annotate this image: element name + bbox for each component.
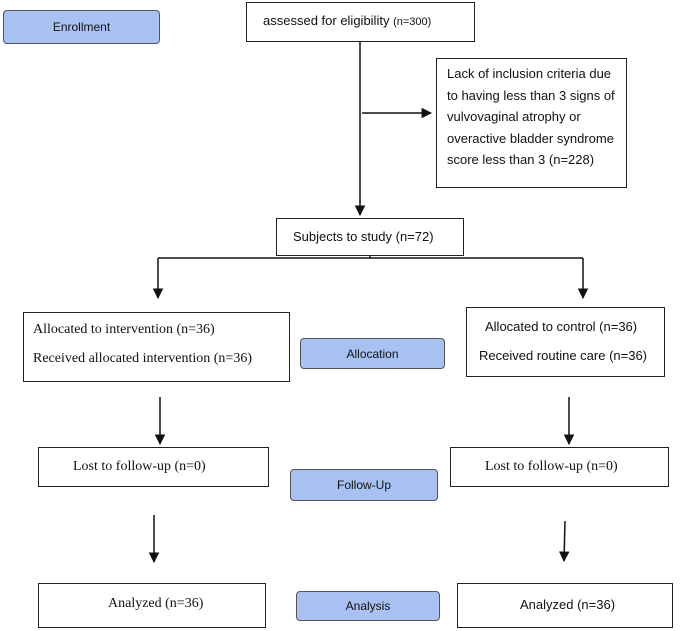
intervention-analyzed-box: Analyzed (n=36) [38,583,266,628]
exclusion-line: overactive bladder syndrome [447,130,614,146]
intervention-lost-to-follow-up-box: Lost to follow-up (n=0) [38,447,269,487]
exclusion-line: Lack of inclusion criteria due [447,66,612,81]
received-allocated-intervention: Received allocated intervention (n=36) [33,351,252,366]
assessed-label: assessed for eligibility [263,13,390,28]
assessed-for-eligibility-box: assessed for eligibility (n=300) [246,2,475,42]
intervention-lost-label: Lost to follow-up (n=0) [73,459,206,474]
enrollment-stage-label: Enrollment [3,10,160,44]
allocated-to-control: Allocated to control (n=36) [485,319,638,334]
subjects-label: Subjects to study (n=72) [293,229,434,244]
exclusion-line: vulvovaginal atrophy or [447,109,581,124]
arrow-control-to-analysis [558,520,570,563]
control-analyzed-box: Analyzed (n=36) [457,583,673,628]
control-allocation-box: Allocated to control (n=36) Received rou… [466,307,665,377]
control-lost-to-follow-up-box: Lost to follow-up (n=0) [450,447,669,487]
control-analyzed-label: Analyzed (n=36) [520,597,616,612]
intervention-analyzed-label: Analyzed (n=36) [108,596,204,611]
follow-up-stage-label: Follow-Up [290,469,438,501]
exclusion-line: score less than 3 (n=228) [447,152,595,167]
exclusion-line: to having less than 3 signs of [447,87,615,103]
analysis-stage-label: Analysis [296,591,440,621]
received-routine-care: Received routine care (n=36) [479,348,648,363]
intervention-allocation-box: Allocated to intervention (n=36) Receive… [23,312,290,382]
control-lost-label: Lost to follow-up (n=0) [485,459,618,474]
subjects-to-study-box: Subjects to study (n=72) [276,218,464,256]
allocation-stage-label: Allocation [300,338,445,369]
exclusion-box: Lack of inclusion criteria due to having… [436,58,627,188]
allocated-to-intervention: Allocated to intervention (n=36) [33,322,215,337]
assessed-count: (n=300) [393,16,432,28]
